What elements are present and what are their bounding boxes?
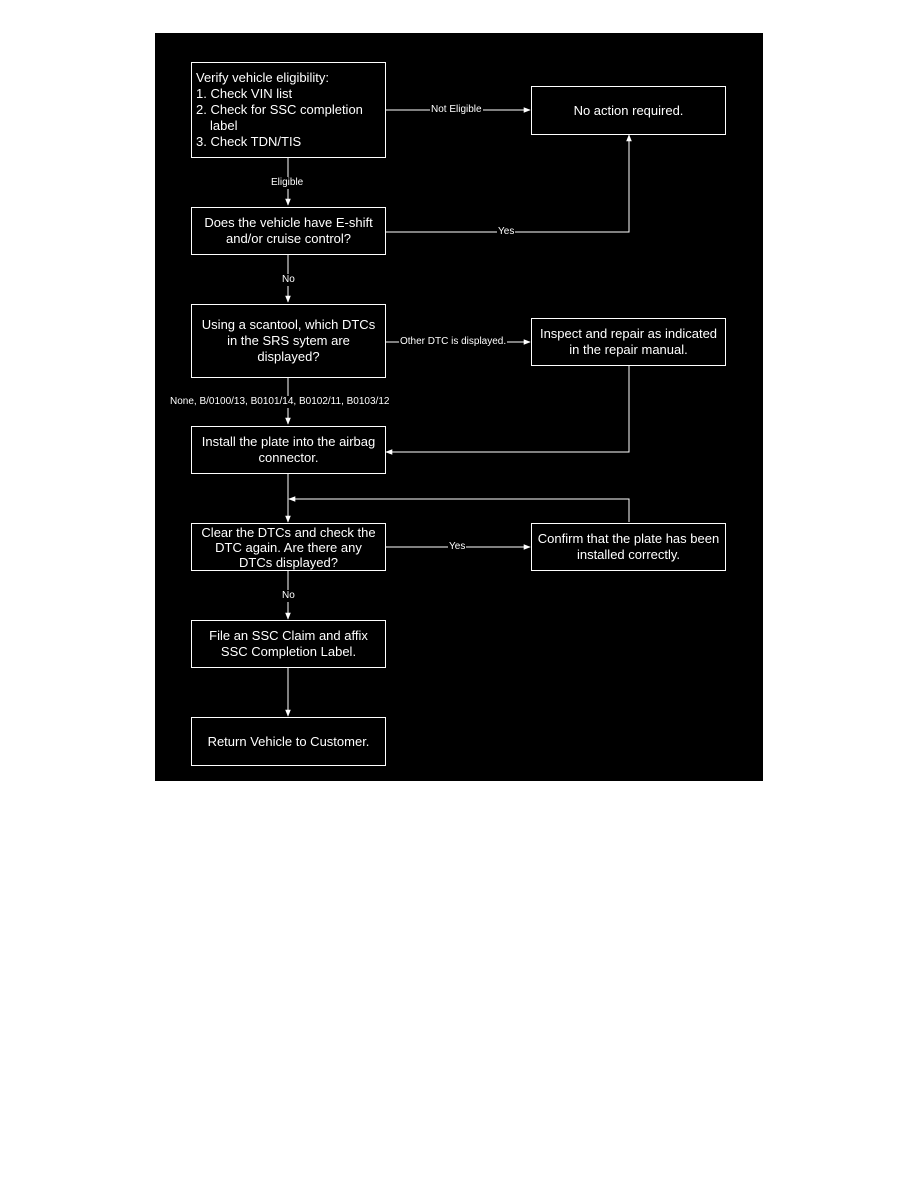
node-confirm-plate: Confirm that the plate has been installe… bbox=[531, 523, 726, 571]
flowchart-canvas: Verify vehicle eligibility: 1. Check VIN… bbox=[155, 33, 763, 781]
node-verify-eligibility: Verify vehicle eligibility: 1. Check VIN… bbox=[191, 62, 386, 158]
label-clear-no: No bbox=[281, 590, 296, 602]
label-eshift-no: No bbox=[281, 274, 296, 286]
label-clear-yes: Yes bbox=[448, 541, 467, 553]
label-eshift-yes: Yes bbox=[497, 226, 516, 238]
label-not-eligible: Not Eligible bbox=[430, 104, 483, 116]
node-return-vehicle: Return Vehicle to Customer. bbox=[191, 717, 386, 766]
edge-eshift-yes bbox=[385, 134, 632, 233]
node-scantool-question: Using a scantool, which DTCs in the SRS … bbox=[191, 304, 386, 378]
node-file-ssc-claim: File an SSC Claim and affix SSC Completi… bbox=[191, 620, 386, 668]
node-clear-dtcs: Clear the DTCs and check the DTC again. … bbox=[191, 523, 386, 571]
node-no-action-required: No action required. bbox=[531, 86, 726, 135]
node-inspect-repair: Inspect and repair as indicated in the r… bbox=[531, 318, 726, 366]
edge-inspect-install bbox=[385, 366, 630, 455]
label-none-dtc: None, B/0100/13, B0101/14, B0102/11, B01… bbox=[169, 396, 391, 408]
node-install-plate: Install the plate into the airbag connec… bbox=[191, 426, 386, 474]
edge-confirm-loop bbox=[288, 496, 630, 522]
label-other-dtc: Other DTC is displayed. bbox=[399, 336, 508, 348]
label-eligible: Eligible bbox=[270, 177, 305, 189]
node-eshift-question: Does the vehicle have E-shift and/or cru… bbox=[191, 207, 386, 255]
